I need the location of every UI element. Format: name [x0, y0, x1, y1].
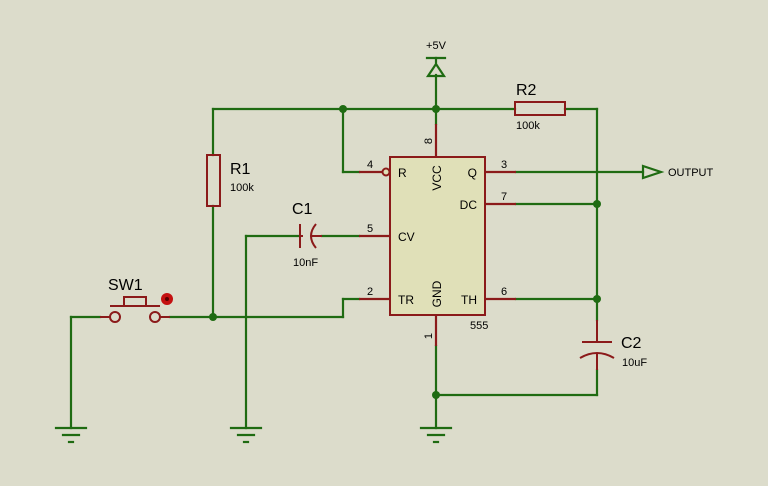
- junction-dot: [432, 391, 440, 399]
- junction-dot: [593, 295, 601, 303]
- output-terminal[interactable]: OUTPUT: [641, 164, 714, 180]
- ground-symbol: [229, 426, 263, 444]
- pin-name-tr: TR: [398, 293, 414, 307]
- resistor-r2[interactable]: R2 100k: [514, 82, 566, 132]
- r1-value: 100k: [230, 182, 254, 194]
- pin-name-gnd: GND: [430, 280, 444, 307]
- pin-number-8: 8: [423, 138, 435, 144]
- capacitor-c2[interactable]: C2 10uF: [579, 320, 647, 370]
- junction-dot: [593, 200, 601, 208]
- junction-dot: [209, 313, 217, 321]
- pushbutton-sw1[interactable]: SW1: [100, 277, 173, 323]
- pin-number-6: 6: [501, 286, 507, 298]
- pin-number-1: 1: [423, 333, 435, 339]
- ic-part-name: 555: [470, 320, 488, 332]
- pin-name-cv: CV: [398, 230, 415, 244]
- capacitor-c1[interactable]: C1 10nF: [292, 201, 322, 269]
- ground-symbol: [54, 426, 88, 444]
- output-label: OUTPUT: [668, 167, 714, 179]
- pin-number-7: 7: [501, 191, 507, 203]
- junction-dots: [209, 105, 601, 399]
- pin-name-r: R: [398, 166, 407, 180]
- r1-ref: R1: [230, 161, 251, 178]
- junction-dot: [339, 105, 347, 113]
- r2-ref: R2: [516, 82, 537, 99]
- pin-name-vcc: VCC: [430, 165, 444, 191]
- r2-value: 100k: [516, 120, 540, 132]
- ic-555[interactable]: R CV TR Q DC TH VCC GND 4 5 2 3 7 6 8 1 …: [359, 124, 516, 346]
- pin-name-dc: DC: [460, 198, 478, 212]
- wires: [69, 73, 645, 430]
- c2-ref: C2: [621, 335, 642, 352]
- pin-name-th: TH: [461, 293, 477, 307]
- pin-number-2: 2: [367, 286, 373, 298]
- c2-value: 10uF: [622, 357, 647, 369]
- junction-dot: [432, 105, 440, 113]
- pin-number-5: 5: [367, 223, 373, 235]
- ground-symbol: [419, 426, 453, 444]
- ic-body: [389, 156, 486, 316]
- resistor-r1[interactable]: R1 100k: [206, 154, 254, 207]
- c1-value: 10nF: [293, 257, 318, 269]
- power-label: +5V: [426, 40, 447, 52]
- c1-ref: C1: [292, 201, 313, 218]
- sw1-ref: SW1: [108, 277, 143, 294]
- pin-name-q: Q: [468, 166, 477, 180]
- pin-number-3: 3: [501, 159, 507, 171]
- reset-inverter-bubble: [381, 167, 391, 177]
- pin-number-4: 4: [367, 159, 373, 171]
- power-terminal[interactable]: +5V: [425, 40, 447, 78]
